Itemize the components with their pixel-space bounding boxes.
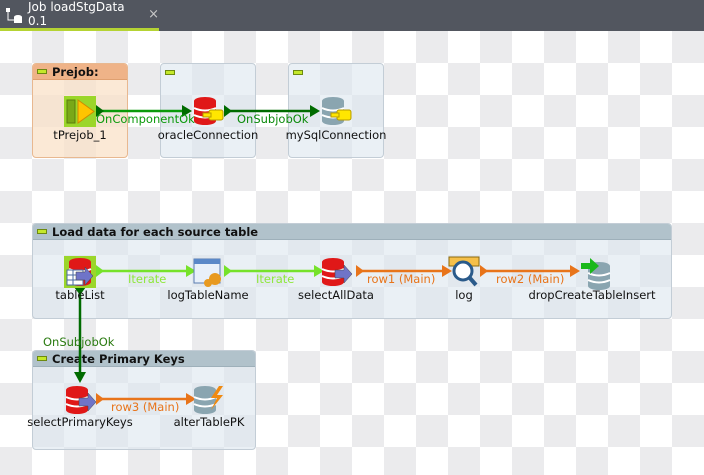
close-tab-icon[interactable]: × bbox=[148, 6, 159, 22]
connection-oncomponentok[interactable] bbox=[96, 105, 192, 117]
connection-iterate-2[interactable] bbox=[224, 265, 324, 277]
log-icon[interactable] bbox=[448, 256, 480, 287]
component-label-tablelist: tableList bbox=[55, 288, 105, 302]
altertablepk-icon[interactable] bbox=[193, 385, 223, 415]
tablelist-icon[interactable] bbox=[64, 256, 96, 288]
selectprimarykeys-icon[interactable] bbox=[65, 385, 97, 415]
oracle-connection-icon[interactable] bbox=[193, 96, 224, 126]
component-label-alterpk: alterTablePK bbox=[173, 415, 245, 429]
subjob-title: Create Primary Keys bbox=[52, 351, 185, 366]
editor-tab-bar: Job loadStgData 0.1 × bbox=[0, 0, 704, 31]
connection-row3[interactable] bbox=[96, 393, 196, 405]
component-label-logtablename: logTableName bbox=[167, 288, 249, 302]
selectalldata-icon[interactable] bbox=[321, 257, 353, 287]
component-label-mysql: mySqlConnection bbox=[285, 128, 387, 142]
component-label-selectpk: selectPrimaryKeys bbox=[27, 415, 133, 429]
tab-title: Job loadStgData 0.1 bbox=[28, 0, 125, 28]
subjob-title: Load data for each source table bbox=[52, 224, 259, 239]
job-icon bbox=[6, 8, 22, 23]
connection-row2[interactable] bbox=[480, 265, 580, 277]
subjob-title: Prejob: bbox=[52, 64, 99, 79]
component-label-tprejob: tPrejob_1 bbox=[53, 128, 107, 142]
component-label-selectalldata: selectAllData bbox=[298, 288, 374, 302]
collapse-icon[interactable] bbox=[165, 69, 175, 75]
collapse-icon[interactable] bbox=[37, 229, 47, 234]
tab-job-loadstgdata[interactable]: Job loadStgData 0.1 × bbox=[0, 0, 159, 31]
connection-iterate-1[interactable] bbox=[96, 265, 196, 277]
connection-label: OnSubjobOk bbox=[237, 112, 309, 126]
mysql-connection-icon[interactable] bbox=[321, 96, 352, 126]
collapse-icon[interactable] bbox=[37, 69, 47, 74]
collapse-icon[interactable] bbox=[293, 69, 303, 75]
component-label-log: log bbox=[455, 288, 473, 302]
connection-label: OnSubjobOk bbox=[43, 335, 115, 349]
connection-onsubjobok-2[interactable] bbox=[74, 287, 86, 383]
tprejob-icon[interactable] bbox=[64, 96, 96, 127]
connection-label: row3 (Main) bbox=[111, 400, 180, 414]
connection-label: Iterate bbox=[256, 272, 295, 286]
dropcreatetableinsert-icon[interactable] bbox=[581, 258, 611, 291]
connection-onsubjobok-1[interactable] bbox=[224, 105, 320, 117]
connection-label: row1 (Main) bbox=[367, 272, 436, 286]
connection-label: OnComponentOk bbox=[96, 112, 195, 126]
collapse-icon[interactable] bbox=[37, 356, 47, 361]
connection-row1[interactable] bbox=[356, 265, 452, 277]
component-label-oracle: oracleConnection bbox=[157, 128, 259, 142]
component-label-dropcreate: dropCreateTableInsert bbox=[528, 288, 656, 302]
connection-label: row2 (Main) bbox=[496, 272, 565, 286]
connection-label: Iterate bbox=[128, 272, 167, 286]
logtablename-icon[interactable] bbox=[193, 258, 221, 287]
